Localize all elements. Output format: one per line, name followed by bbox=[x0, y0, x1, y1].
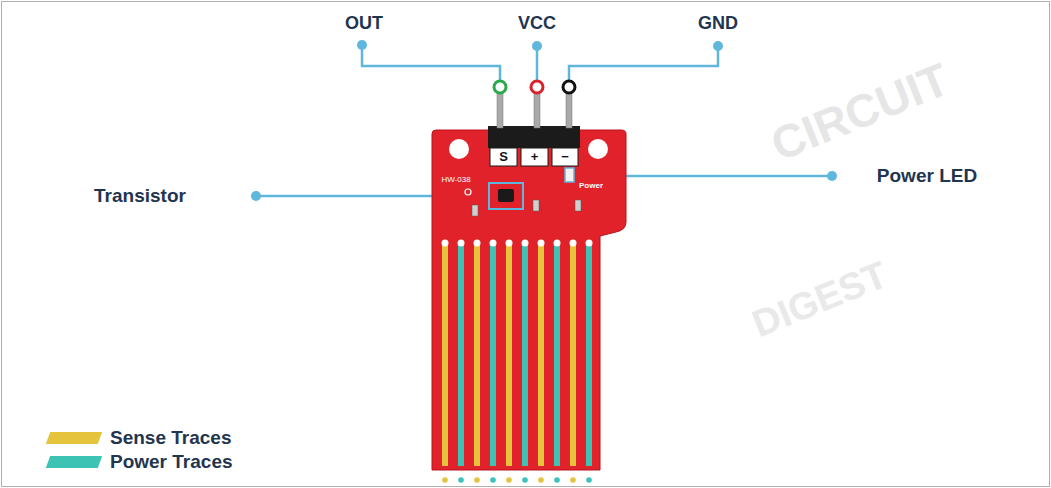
mount-hole bbox=[588, 139, 608, 159]
pin-name: GND bbox=[698, 14, 738, 34]
part-name: Transistor bbox=[94, 186, 186, 207]
pin-name: VCC bbox=[518, 14, 556, 34]
legend-swatch bbox=[46, 456, 102, 468]
transistor-body bbox=[498, 189, 514, 202]
resistor bbox=[533, 200, 539, 211]
power-led bbox=[565, 168, 574, 182]
legend-text: Sense Traces bbox=[110, 428, 231, 449]
pcb-board bbox=[432, 130, 626, 470]
board-marking: HW-038 bbox=[441, 176, 470, 185]
part-name: Power LED bbox=[877, 166, 977, 187]
pin-marker bbox=[563, 81, 575, 93]
sensor-traces bbox=[442, 240, 593, 483]
legend-text: Power Traces bbox=[110, 452, 233, 473]
pin-marker bbox=[494, 81, 506, 93]
pin-header bbox=[488, 126, 580, 148]
header-pins bbox=[497, 92, 572, 128]
pin-marking: + bbox=[531, 150, 539, 164]
watermark: CIRCUIT bbox=[764, 54, 956, 171]
pin-marker bbox=[531, 81, 543, 93]
transistor-highlight bbox=[489, 183, 523, 209]
silkscreen-cells bbox=[490, 148, 578, 166]
board-marking: Power bbox=[579, 182, 603, 191]
resistor bbox=[472, 205, 478, 216]
mount-hole bbox=[449, 139, 469, 159]
resistor bbox=[575, 200, 581, 211]
pin-marking: − bbox=[561, 150, 569, 164]
via bbox=[465, 189, 471, 195]
watermark: DIGEST bbox=[747, 254, 894, 346]
legend-swatch bbox=[46, 432, 102, 444]
pin-name: OUT bbox=[345, 14, 383, 34]
pin-marking: S bbox=[499, 150, 508, 164]
